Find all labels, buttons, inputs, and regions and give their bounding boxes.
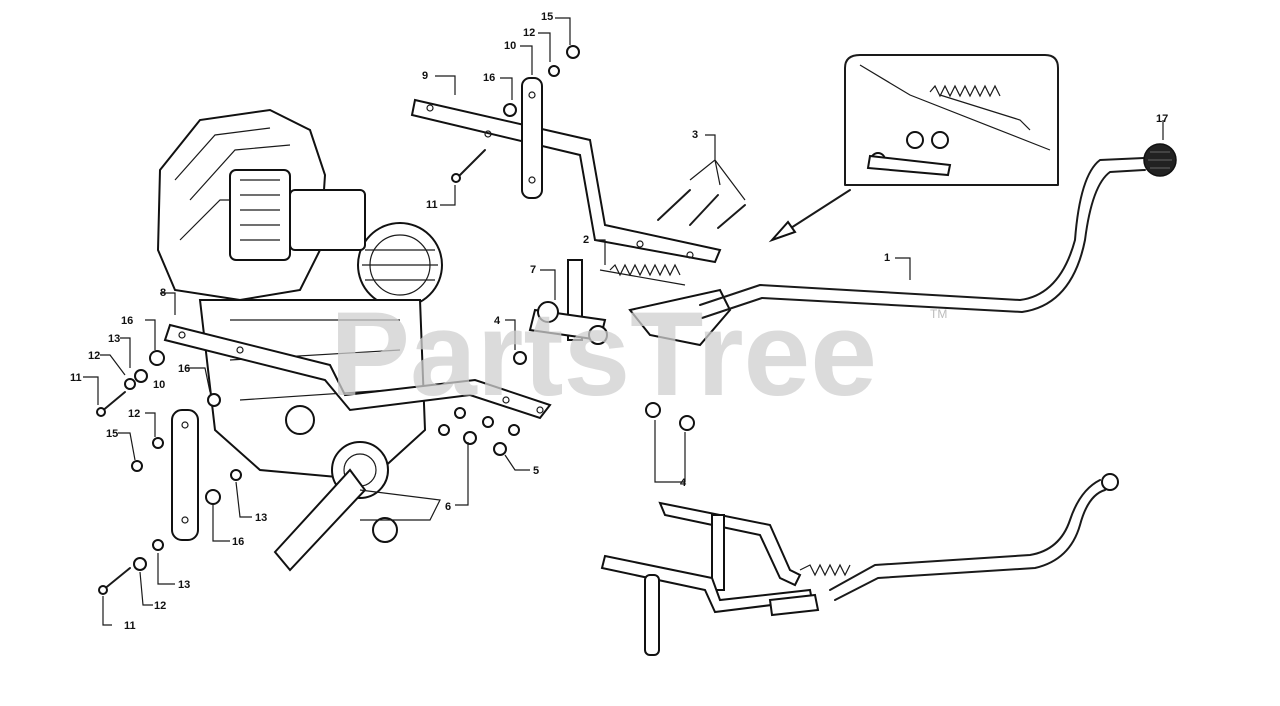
callout-15-top: 15 [541, 11, 553, 23]
callout-11-top: 11 [426, 199, 438, 211]
callout-16-low: 16 [232, 536, 244, 548]
callout-8: 8 [160, 287, 166, 299]
callout-11-left: 11 [70, 372, 82, 384]
callout-10-top: 10 [504, 40, 516, 52]
engine-assembly [156, 108, 443, 572]
callout-3: 3 [692, 129, 698, 141]
upper-bracket [410, 77, 722, 264]
callout-16-top: 16 [483, 72, 495, 84]
shift-lever [699, 143, 1177, 319]
callout-5: 5 [533, 465, 539, 477]
callout-13-low: 13 [178, 579, 190, 591]
watermark-trademark: TM [930, 307, 947, 321]
callout-labels: 15 12 10 16 9 11 3 2 7 1 17 4 4 5 6 8 16… [70, 11, 1168, 632]
callout-11-low: 11 [124, 620, 136, 632]
callout-12-mid: 12 [128, 408, 140, 420]
callout-13-left: 13 [108, 333, 120, 345]
leader-lines [83, 17, 1164, 626]
callout-15-mid: 15 [106, 428, 118, 440]
callout-16-left: 16 [121, 315, 133, 327]
callout-12-low: 12 [154, 600, 166, 612]
callout-7: 7 [530, 264, 536, 276]
watermark: PartsTree TM [330, 287, 947, 421]
watermark-text: PartsTree [330, 287, 877, 421]
callout-12-top: 12 [523, 27, 535, 39]
callout-12-left: 12 [88, 350, 100, 362]
callout-10-left: 10 [153, 379, 165, 391]
callout-2: 2 [583, 234, 589, 246]
callout-4-upper: 4 [494, 315, 501, 327]
callout-13-mid: 13 [255, 512, 267, 524]
callout-17: 17 [1156, 113, 1168, 125]
top-hardware [451, 45, 746, 229]
callout-9: 9 [422, 70, 428, 82]
loose-hardware [96, 350, 695, 595]
assembled-view [600, 473, 1119, 656]
callout-4-lower: 4 [680, 477, 687, 489]
callout-16-mid: 16 [178, 363, 190, 375]
inset-detail [768, 54, 1059, 243]
callout-6: 6 [445, 501, 451, 513]
callout-1: 1 [884, 252, 890, 264]
lower-bracket [163, 323, 552, 541]
